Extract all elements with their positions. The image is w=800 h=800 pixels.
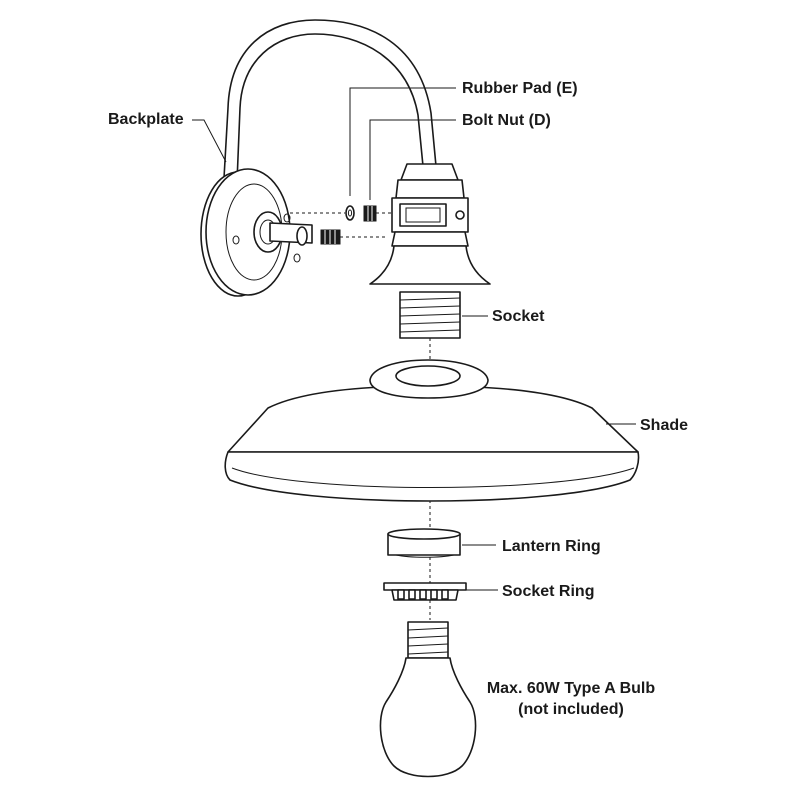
leader-lines — [192, 87, 636, 591]
label-bolt-nut: Bolt Nut (D) — [462, 112, 551, 129]
socket-assembly — [369, 163, 491, 339]
socket-ring — [383, 582, 467, 601]
rubber-pad — [345, 205, 355, 221]
label-bulb-line1: Max. 60W Type A Bulb — [487, 680, 656, 697]
label-shade: Shade — [640, 417, 688, 434]
gooseneck-arm — [223, 19, 437, 183]
label-socket: Socket — [492, 308, 545, 325]
bulb — [379, 621, 477, 778]
label-lantern-ring: Lantern Ring — [502, 538, 601, 555]
bolt-nut — [363, 205, 392, 222]
mounting-rod — [269, 212, 385, 246]
label-socket-ring: Socket Ring — [502, 583, 594, 600]
lantern-ring — [387, 528, 461, 558]
shade — [224, 359, 640, 502]
label-bulb-line2: (not included) — [518, 701, 624, 718]
label-backplate: Backplate — [108, 111, 184, 128]
label-rubber-pad: Rubber Pad (E) — [462, 80, 578, 97]
